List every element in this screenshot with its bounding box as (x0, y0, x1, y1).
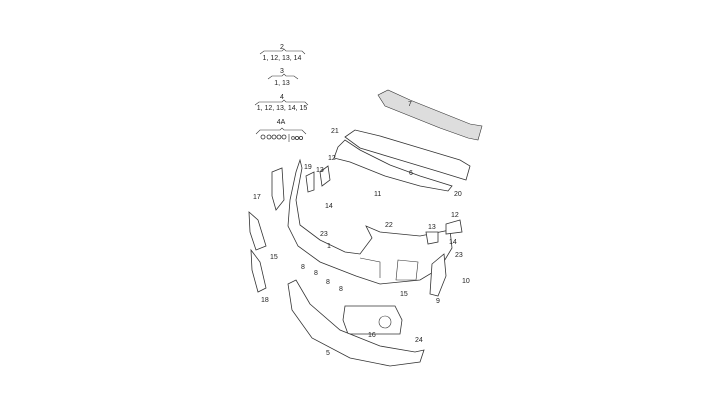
group-4: 4 1, 12, 13, 14, 15 (254, 94, 309, 112)
group-2: 2 1, 12, 13, 14 (259, 44, 306, 62)
part-5-spoiler (287, 279, 425, 367)
group-number: 3 (280, 68, 284, 75)
fastener-set-icon (260, 134, 303, 142)
callout-20: 20 (454, 191, 462, 198)
callout-13: 13 (428, 224, 436, 231)
part-18-grille-left-lower (250, 248, 267, 293)
part-12-cap-right (445, 219, 463, 235)
fog-lamp-opening (359, 257, 419, 281)
callout-12: 12 (328, 155, 336, 162)
part-side-bracket-left (271, 167, 285, 211)
callout-8: 8 (301, 264, 305, 271)
callout-6: 6 (409, 170, 413, 177)
callout-14: 14 (449, 239, 457, 246)
callout-9: 9 (436, 298, 440, 305)
part-16-fog-grille (342, 305, 403, 335)
group-bracket (267, 73, 299, 80)
part-13-bracket-left (305, 171, 315, 193)
callout-13: 13 (316, 167, 324, 174)
callout-12: 12 (451, 212, 459, 219)
callout-18: 18 (261, 297, 269, 304)
callout-22: 22 (385, 222, 393, 229)
callout-16: 16 (368, 332, 376, 339)
callout-labels: 7 21 12 19 13 11 6 20 17 14 22 13 12 14 … (253, 101, 470, 357)
callout-8: 8 (314, 270, 318, 277)
group-bracket (255, 127, 307, 135)
callout-11: 11 (374, 191, 381, 198)
group-number: 4A (277, 119, 286, 126)
callout-8: 8 (339, 286, 343, 293)
part-17-grille-left-upper (248, 211, 267, 251)
part-7-impact-beam (377, 89, 483, 141)
group-bracket (259, 48, 306, 55)
callout-7: 7 (408, 101, 412, 108)
group-3: 3 1, 13 (267, 68, 299, 87)
callout-5: 5 (326, 350, 330, 357)
callout-1: 1 (327, 243, 331, 250)
part-12-cap-left (319, 165, 331, 187)
part-13-bracket-right (425, 231, 439, 245)
group-bracket (254, 99, 309, 106)
group-members: 1, 12, 13, 14 (263, 55, 302, 62)
group-number: 2 (280, 44, 284, 51)
group-number: 4 (280, 94, 284, 101)
callout-8: 8 (326, 279, 330, 286)
callout-23: 23 (320, 231, 328, 238)
group-4a: 4A (255, 119, 307, 142)
part-1-bumper-cover (287, 158, 453, 285)
callout-17: 17 (253, 194, 261, 201)
callout-15: 15 (270, 254, 278, 261)
callout-19: 19 (304, 164, 312, 171)
callout-15: 15 (400, 291, 408, 298)
group-members: 1, 13 (274, 80, 290, 87)
part-11-lower-guide (333, 139, 453, 192)
part-9-side-bracket-right (429, 253, 447, 297)
callout-14: 14 (325, 203, 333, 210)
group-members: 1, 12, 13, 14, 15 (257, 105, 308, 112)
part-6-underbody-panel (344, 129, 471, 181)
callout-23: 23 (455, 252, 463, 259)
callout-21: 21 (331, 128, 339, 135)
callout-24: 24 (415, 337, 423, 344)
callout-10: 10 (462, 278, 470, 285)
